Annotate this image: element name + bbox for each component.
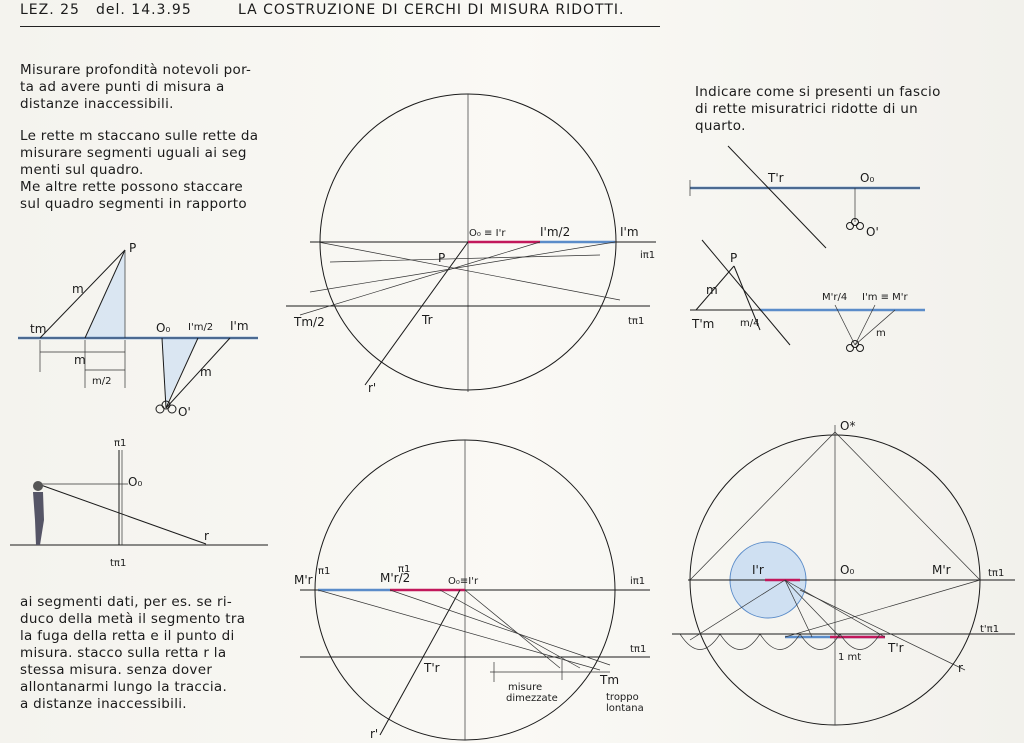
label-o-prime-right: O' xyxy=(866,225,879,239)
label-m-bar: m xyxy=(876,328,886,339)
label-m-quarter: m/4 xyxy=(740,318,759,329)
note-task: Indicare come si presenti un fascio di r… xyxy=(695,84,941,134)
label-o0-circle-right: O₀ xyxy=(840,563,854,577)
label-imhalf-top: I'm/2 xyxy=(540,225,570,239)
label-one-metre: 1 mt xyxy=(838,652,861,663)
label-m-oblique: m xyxy=(200,365,212,379)
label-tr-top: Tr xyxy=(421,313,433,327)
label-t-pi1-top: tπ1 xyxy=(628,316,644,327)
label-tm-bottom: Tm xyxy=(599,673,619,687)
label-tm-right: T'm xyxy=(691,317,714,331)
right-top-diagram: T'r O₀ O' P m T'm m/4 M'r/4 I'm ≡ M'r m xyxy=(689,145,925,352)
label-im-half: I'm/2 xyxy=(188,322,213,333)
left-diagram: P m tm m m/2 O₀ I'm/2 I'm m O' xyxy=(18,241,258,419)
note-rule: Le rette m staccano sulle rette da misur… xyxy=(20,128,259,212)
label-r-prime-bottom: r' xyxy=(370,727,378,741)
label-i-pi1-top: iπ1 xyxy=(640,250,655,261)
label-mr-quarter: M'r/4 xyxy=(822,292,847,303)
circle-top: O₀ ≡ I'r I'm/2 I'm iπ1 P Tr Tm/2 tπ1 r' xyxy=(286,93,656,395)
label-pi1-mr2: π1 xyxy=(398,564,410,575)
label-o0-ir: O₀ ≡ I'r xyxy=(469,228,506,239)
label-ir-right: I'r xyxy=(752,563,764,577)
label-o0-fig: O₀ xyxy=(128,475,142,489)
label-im-mr: I'm ≡ M'r xyxy=(862,292,909,303)
label-troppo: troppo xyxy=(606,692,639,703)
circle-right: O* I'r O₀ M'r tπ1 t'π1 T'r 1 mt r xyxy=(672,419,1015,726)
circle-bottom: M'r M'r/2 O₀≡I'r π1 π1 iπ1 tπ1 T'r Tm mi… xyxy=(294,439,650,741)
label-r-fig: r xyxy=(204,529,209,543)
label-pi1-mr: π1 xyxy=(318,566,330,577)
label-tr-right: T'r xyxy=(767,171,784,185)
label-l-pi1-right: tπ1 xyxy=(988,568,1004,579)
label-m: m xyxy=(72,282,84,296)
lesson-date: del. 14.3.95 xyxy=(96,2,192,18)
label-mr-right: M'r xyxy=(932,563,951,577)
label-tm: tm xyxy=(30,322,46,336)
label-o-prime: O' xyxy=(178,405,191,419)
label-r-right: r xyxy=(958,661,963,675)
label-im-top: I'm xyxy=(620,225,639,239)
label-tr-bottom: T'r xyxy=(423,661,440,675)
note-intro: Misurare profondità notevoli por- ta ad … xyxy=(20,62,252,112)
label-misure: misure xyxy=(508,682,542,693)
label-o0: O₀ xyxy=(156,321,170,335)
page-title: LA COSTRUZIONE DI CERCHI DI MISURA RIDOT… xyxy=(238,2,625,18)
label-i-pi1-bottom: iπ1 xyxy=(630,576,645,587)
label-p-top: P xyxy=(438,251,445,265)
label-o0-ir-bottom: O₀≡I'r xyxy=(448,576,479,587)
label-o-star: O* xyxy=(840,419,855,433)
label-tm-half: Tm/2 xyxy=(293,315,325,329)
label-m-dim: m xyxy=(74,353,86,367)
label-p-right: P xyxy=(730,251,737,265)
label-mr-half: M'r/2 xyxy=(380,571,410,585)
label-m-right: m xyxy=(706,283,718,297)
label-t-pi1-base: tπ1 xyxy=(110,558,126,569)
label-r-prime-top: r' xyxy=(368,381,376,395)
label-m-half: m/2 xyxy=(92,376,111,387)
label-im: I'm xyxy=(230,319,249,333)
label-t-pi1-right: t'π1 xyxy=(980,624,999,635)
note-example: ai segmenti dati, per es. se ri- duco de… xyxy=(20,594,246,712)
label-p: P xyxy=(129,241,136,255)
label-t-pi1: π1 xyxy=(114,438,126,449)
label-o0-right: O₀ xyxy=(860,171,874,185)
label-lontana: lontana xyxy=(606,703,644,714)
label-t-pi1-bottom: tπ1 xyxy=(630,644,646,655)
label-tr-circle-right: T'r xyxy=(887,641,904,655)
lesson-number: LEZ. 25 xyxy=(20,2,80,18)
label-mr: M'r xyxy=(294,573,313,587)
header: LEZ. 25 del. 14.3.95 LA COSTRUZIONE DI C… xyxy=(20,0,660,27)
figure-observer: π1 O₀ tπ1 r xyxy=(10,438,268,569)
label-dimezzate: dimezzate xyxy=(506,693,558,704)
